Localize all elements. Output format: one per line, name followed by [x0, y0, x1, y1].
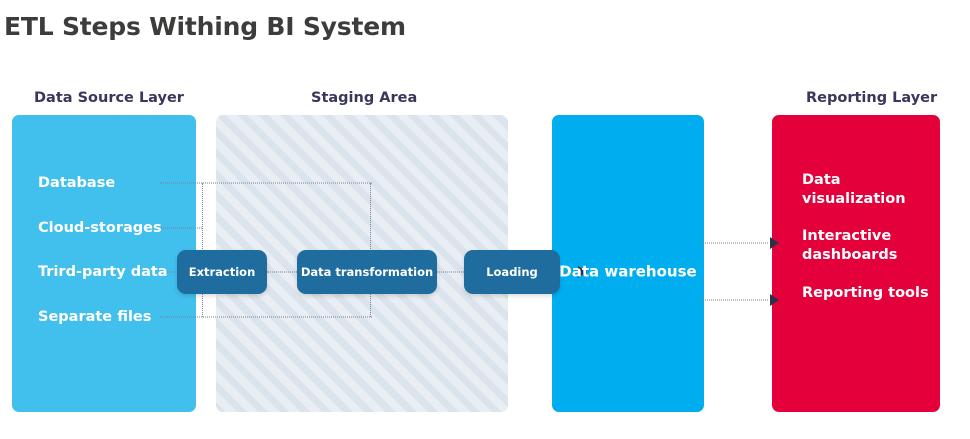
process-box-extraction[interactable]: Extraction	[177, 250, 267, 294]
warehouse-label: Data warehouse	[559, 262, 697, 281]
reporting-item-interactive-dashboards: Interactive dashboards	[802, 228, 898, 264]
arrow-to-interactive-dashboards	[770, 237, 779, 249]
connector-extraction-to-transformation	[267, 271, 297, 273]
process-box-data-transformation[interactable]: Data transformation	[297, 250, 437, 294]
panel-reporting-layer	[772, 115, 940, 412]
source-item-separate-files: Separate files	[38, 309, 152, 325]
page-title: ETL Steps Withing BI System	[4, 12, 406, 41]
connector-warehouse-to-reporting-tools	[700, 299, 768, 301]
heading-staging-area: Staging Area	[311, 90, 418, 106]
source-item-cloud-storages: Cloud-storages	[38, 220, 162, 236]
connector-transformation-to-loading	[437, 271, 464, 273]
reporting-item-reporting-tools: Reporting tools	[802, 285, 929, 301]
connector-separate-files	[160, 316, 372, 318]
panel-data-source-layer	[12, 115, 196, 412]
process-box-loading[interactable]: Loading	[464, 250, 560, 294]
source-item-database: Database	[38, 175, 116, 191]
heading-data-source-layer: Data Source Layer	[34, 90, 184, 106]
connector-loading-to-warehouse	[562, 271, 576, 273]
heading-reporting-layer: Reporting Layer	[806, 90, 938, 106]
arrow-loading-to-warehouse	[578, 266, 587, 278]
reporting-item-data-visualization: Data visualization	[802, 172, 906, 208]
panel-data-warehouse	[552, 115, 704, 412]
connector-third-party-data	[160, 271, 180, 273]
connector-warehouse-to-interactive-dashboards	[700, 242, 768, 244]
source-item-third-party-data: Trird-party data	[38, 264, 168, 280]
arrow-to-reporting-tools	[770, 294, 779, 306]
connector-cloud-storages	[160, 227, 202, 229]
connector-database	[160, 182, 372, 184]
